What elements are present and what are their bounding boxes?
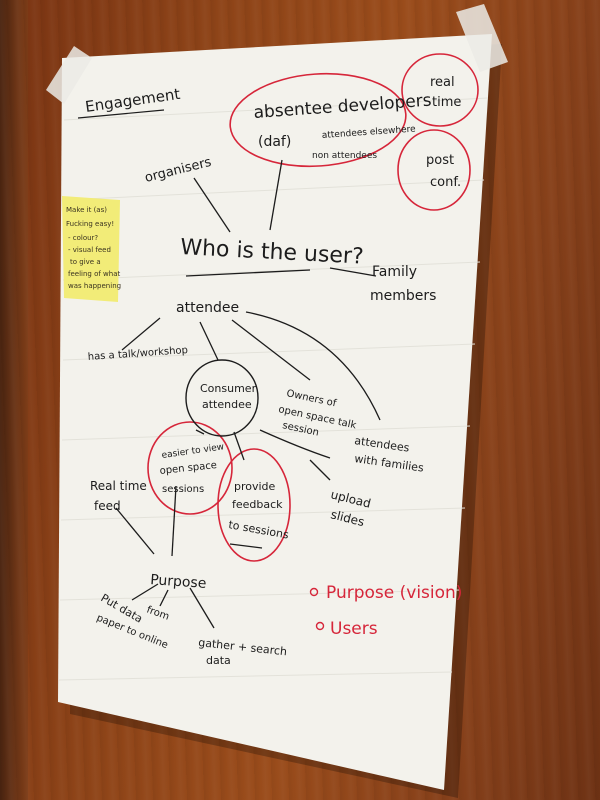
flipchart-paper [58,34,492,790]
node-feedback-2: feedback [232,498,283,511]
node-non-attendees: non attendees [312,151,377,161]
node-real-time-2: time [432,95,461,110]
wall-edge [0,0,28,800]
node-consumer-2: attendee [202,398,252,411]
feedback-circle [217,448,291,562]
node-family: Family [372,264,417,280]
sticky-note [62,196,120,302]
node-realtime-feed-2: feed [94,499,121,513]
node-post: post [426,153,454,168]
realtime-circle [401,53,479,127]
node-consumer: Consumer [200,382,257,395]
node-feedback: provide [234,480,276,493]
sticky-line-1: Make it (as) [66,206,107,214]
sticky-line-7: was happening [68,282,121,290]
node-gather-2: data [206,654,231,667]
node-easier-3: sessions [162,484,204,495]
node-attendee: attendee [176,300,239,316]
tape-top-right [456,4,508,72]
red-notes: Purpose (vision) Users [309,583,462,639]
node-conf: conf. [430,175,461,190]
postconf-circle [397,129,471,211]
sticky-note-text: Make it (as) Fucking easy! - colour? - v… [66,206,121,290]
sticky-line-5: to give a [70,258,101,266]
node-family-2: members [370,288,436,304]
sticky-line-3: - colour? [68,234,98,242]
node-real-time: real [430,75,455,90]
node-realtime-feed: Real time [90,479,147,493]
sticky-line-4: - visual feed [68,246,111,254]
connector-lines [115,159,381,629]
node-daf: (daf) [258,134,291,150]
sticky-line-2: Fucking easy! [66,220,114,228]
red-note-purpose: Purpose (vision) [326,583,462,603]
tape-top-left [46,46,92,104]
easier-circle [147,421,233,515]
sticky-line-6: feeling of what [68,270,120,278]
consumer-circle [185,359,259,437]
node-purpose: Purpose [150,572,207,592]
absentee-circle [229,72,407,168]
red-note-users: Users [330,619,378,639]
